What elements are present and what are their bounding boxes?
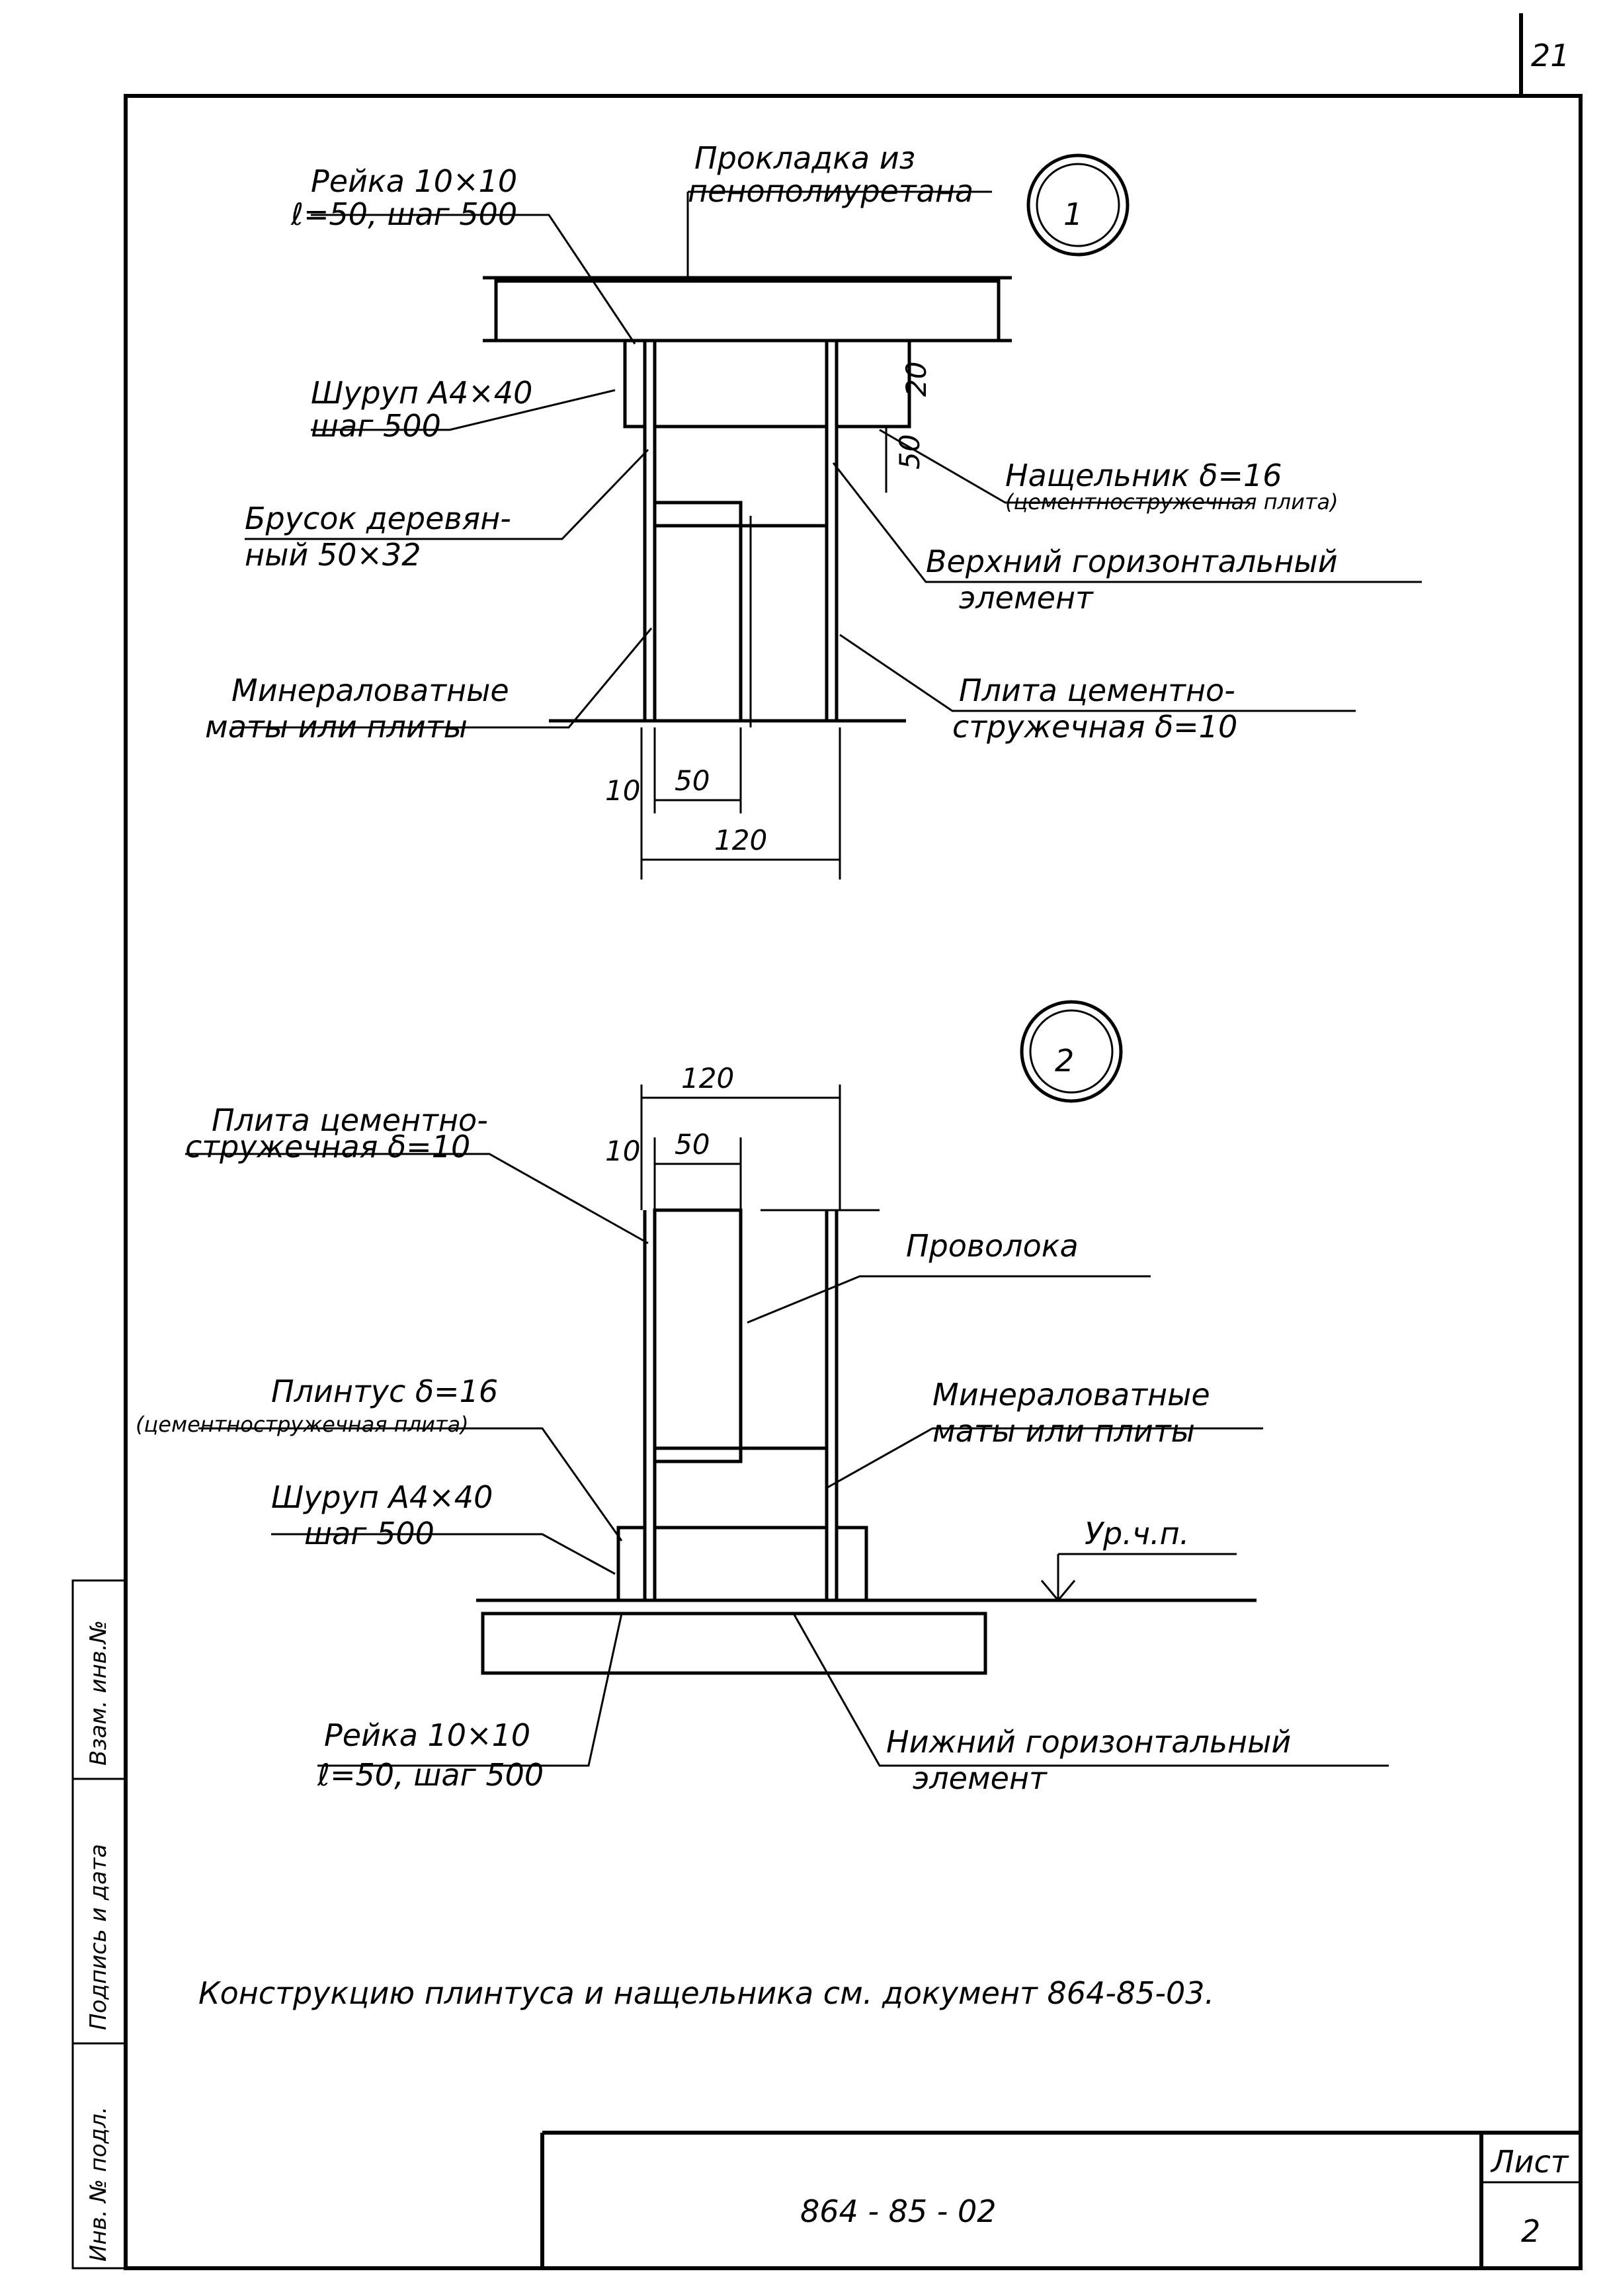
detail-1: 1 10 50 120 50 20: [205, 140, 1422, 880]
dim2-10: 10: [605, 1135, 640, 1167]
label-mineral-2b: маты или плиты: [932, 1413, 1195, 1449]
drawing-code: 864 - 85 - 02: [800, 2194, 997, 2229]
label-mineral-2: Минераловатные: [932, 1377, 1210, 1413]
bottom-element: [653, 1526, 829, 1602]
sheet-label: Лист: [1490, 2144, 1569, 2180]
side-stamp-replace: Взам. инв.№: [85, 1620, 112, 1766]
label-reika-1: Рейка 10×10: [311, 163, 517, 199]
detail-2: 2 120 10 50 Ур.ч.п.: [136, 1000, 1389, 1796]
side-stamp-signature: Подпись и дата: [85, 1844, 112, 2030]
label-board-2b: стружечная δ=10: [185, 1129, 470, 1165]
plinth-left: [616, 1526, 647, 1602]
side-stamp: Инв. № подл. Подпись и дата Взам. инв.№: [71, 1579, 127, 2270]
label-bar-b: ный 50×32: [245, 537, 421, 573]
label-top-element-b: элемент: [959, 580, 1094, 616]
label-reika-2b: ℓ=50, шаг 500: [317, 1757, 544, 1793]
ceiling-slab: [494, 279, 1001, 343]
mineral-wool-1: [653, 501, 743, 723]
label-plinth-b: (цементностружечная плита): [136, 1412, 469, 1437]
plinth-right: [835, 1526, 868, 1602]
label-mineral-1b: маты или плиты: [205, 709, 468, 745]
dim2-120: 120: [681, 1062, 734, 1094]
detail-1-marker: [1026, 153, 1130, 257]
label-gasket-b: пенополиуретана: [688, 173, 973, 209]
label-screw-1b: шаг 500: [311, 408, 441, 444]
drawing-frame: [124, 94, 1583, 2270]
dim2-50: 50: [675, 1128, 710, 1161]
label-gasket: Прокладка из: [694, 140, 915, 176]
mineral-wool-2: [653, 1208, 743, 1463]
reference-note: Конструкцию плинтуса и нащельника см. до…: [198, 1975, 1214, 2011]
label-cover: Нащельник δ=16: [1005, 458, 1282, 493]
label-level: Ур.ч.п.: [1085, 1516, 1189, 1551]
sheet-number: 21: [1531, 38, 1570, 73]
floor-slab: [481, 1612, 987, 1675]
dim-50: 50: [675, 764, 710, 797]
label-board-2: Плита цементно-: [212, 1102, 488, 1138]
label-cover-b: (цементностружечная плита): [1005, 489, 1339, 514]
detail-2-marker: [1020, 1000, 1123, 1103]
label-board-1: Плита цементно-: [959, 673, 1235, 708]
label-top-element: Верхний горизонтальный: [926, 544, 1338, 579]
top-element: [653, 339, 829, 429]
dim-50-vertical: 50: [893, 434, 926, 470]
dim-120: 120: [714, 824, 767, 856]
side-stamp-inv: Инв. № подл.: [85, 2106, 112, 2262]
label-mineral-1: Минераловатные: [231, 673, 509, 708]
label-screw-1: Шуруп А4×40: [311, 375, 532, 411]
label-wire: Проволока: [906, 1228, 1079, 1264]
label-board-1b: стружечная δ=10: [952, 709, 1237, 745]
sheet-value: 2: [1521, 2213, 1540, 2249]
detail-1-marker-label: 1: [1063, 196, 1083, 232]
dim-10: 10: [605, 774, 640, 807]
label-reika-2: Рейка 10×10: [324, 1717, 530, 1753]
label-bottom-element-b: элемент: [913, 1760, 1048, 1796]
label-screw-2b: шаг 500: [304, 1516, 434, 1551]
cover-strip-right: [835, 339, 911, 429]
label-bar: Брусок деревян-: [245, 501, 511, 536]
cover-strip-left: [623, 339, 647, 429]
label-bottom-element: Нижний горизонтальный: [886, 1724, 1291, 1760]
title-block: 864 - 85 - 02 Лист 2: [540, 2131, 1581, 2268]
detail-2-marker-label: 2: [1055, 1043, 1074, 1079]
label-plinth: Плинтус δ=16: [271, 1374, 498, 1409]
dim-20: 20: [900, 362, 932, 397]
label-reika-1b: ℓ=50, шаг 500: [290, 196, 517, 232]
label-screw-2: Шуруп А4×40: [271, 1479, 493, 1515]
